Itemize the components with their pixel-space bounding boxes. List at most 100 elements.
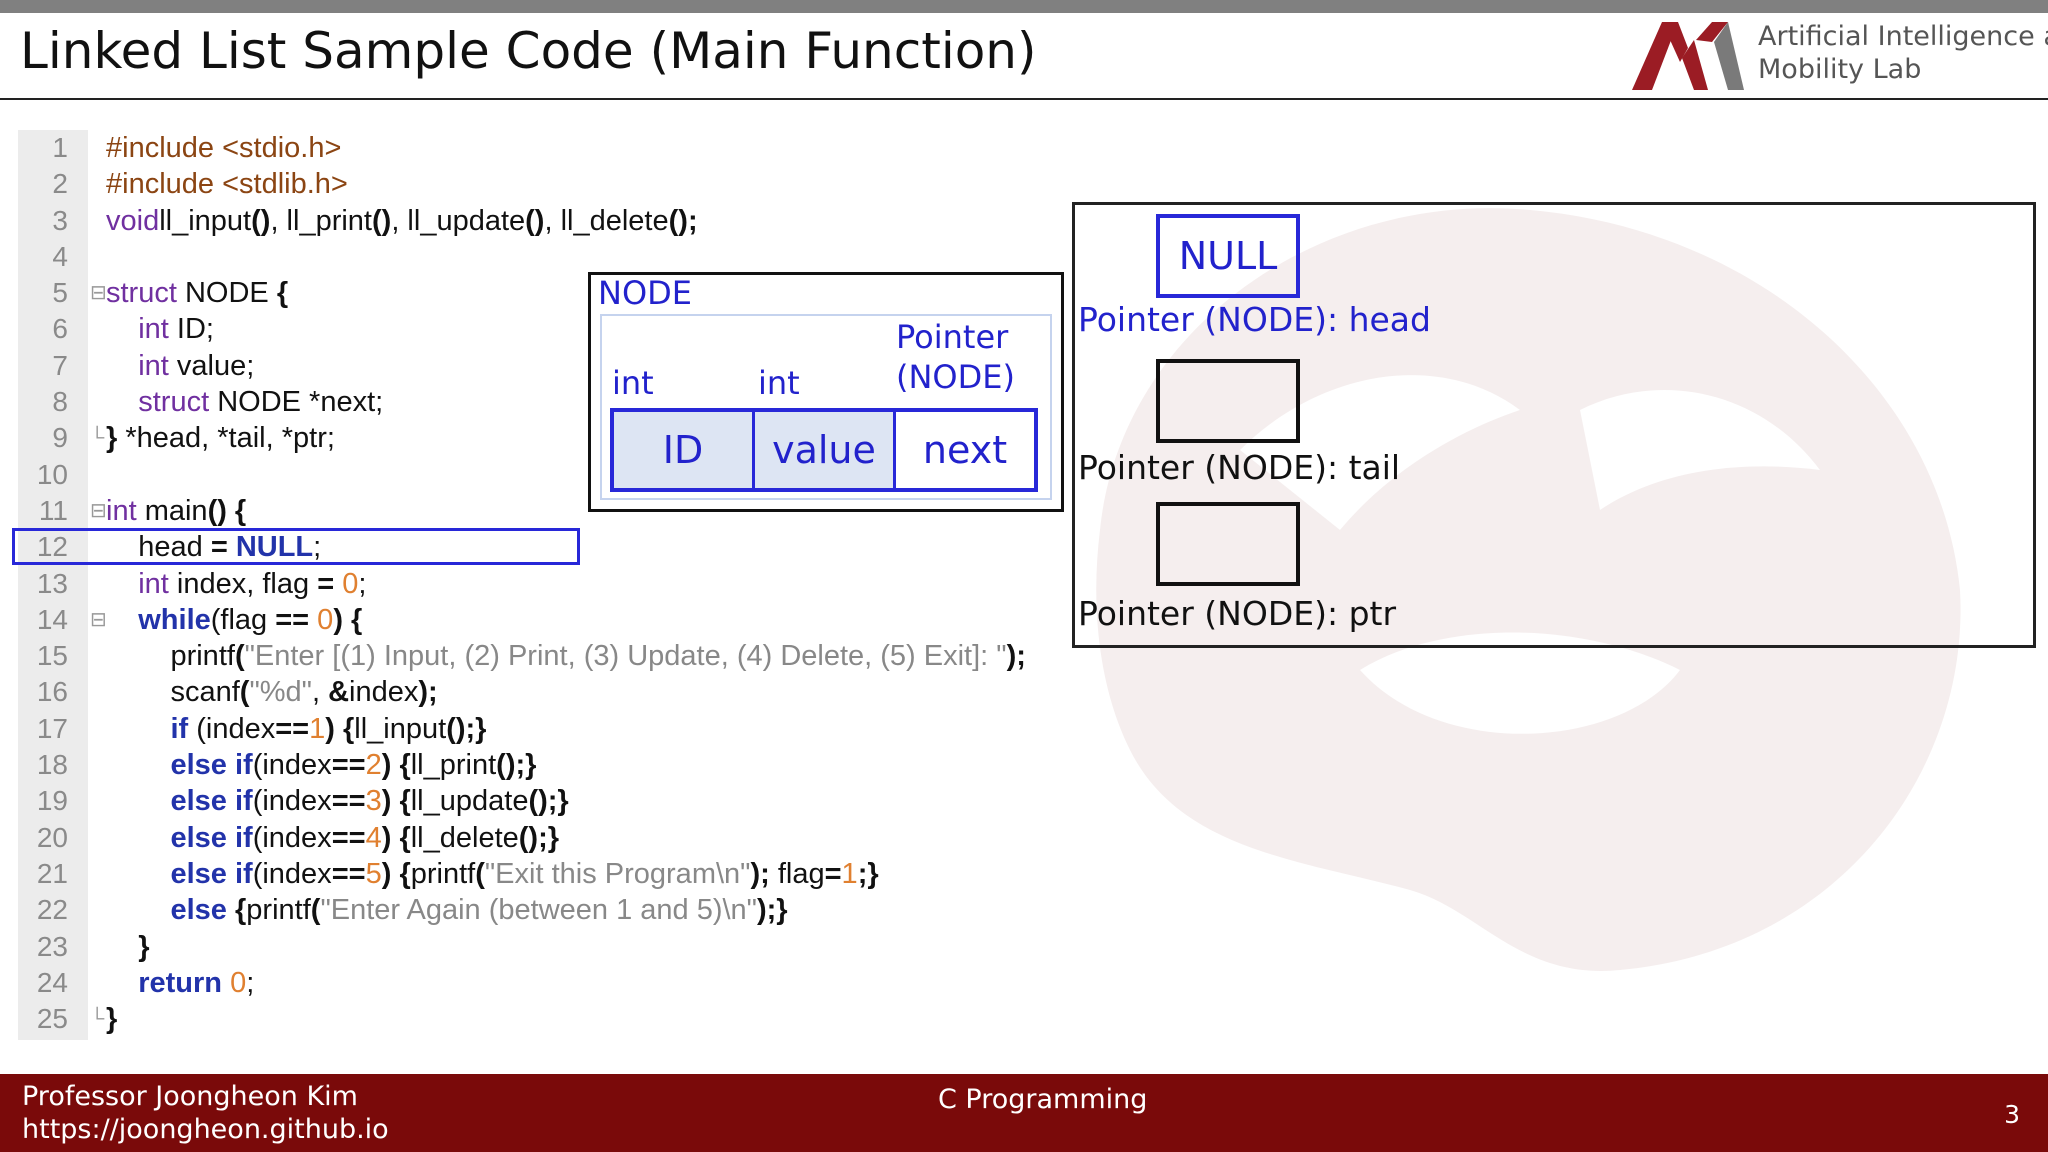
code-token: { bbox=[399, 857, 411, 890]
fold-marker-icon[interactable]: ⊟ bbox=[90, 282, 107, 305]
code-token: 0 bbox=[230, 966, 247, 999]
node-struct-diagram bbox=[588, 272, 1064, 512]
code-gutter bbox=[18, 130, 88, 1040]
code-line: 21 else if(index==5) {printf("Exit this … bbox=[18, 856, 1058, 892]
node-struct-inner bbox=[600, 314, 1052, 500]
code-token: { bbox=[399, 785, 411, 818]
head-pointer-label: Pointer (NODE): head bbox=[1078, 300, 1431, 339]
code-text: #include <stdlib.h> bbox=[106, 166, 348, 202]
code-token: ();} bbox=[528, 785, 569, 818]
code-line: 8 struct NODE *next; bbox=[18, 384, 1058, 420]
code-token: 1 bbox=[309, 712, 326, 745]
line-number: 23 bbox=[36, 930, 68, 962]
code-token: (); bbox=[668, 204, 698, 237]
code-text: struct NODE { bbox=[106, 275, 288, 311]
code-line: 22 else {printf("Enter Again (between 1 … bbox=[18, 892, 1058, 928]
code-token: () { bbox=[207, 494, 247, 527]
code-token: ) bbox=[325, 712, 335, 745]
code-token: ll_input bbox=[354, 712, 447, 745]
code-token: ();} bbox=[446, 712, 487, 745]
node-fields: ID value next bbox=[610, 408, 1038, 492]
code-token: == bbox=[331, 749, 366, 782]
code-token: else if bbox=[170, 749, 253, 782]
code-token: );} bbox=[756, 894, 788, 927]
code-token: (flag bbox=[210, 603, 276, 636]
code-token: ; bbox=[313, 531, 322, 564]
code-token: == bbox=[331, 821, 366, 854]
code-line: 4 bbox=[18, 239, 1058, 275]
line-number: 5 bbox=[52, 277, 68, 309]
pointers-diagram bbox=[1072, 202, 2036, 648]
code-token: 4 bbox=[365, 821, 382, 854]
line-number: 22 bbox=[36, 894, 68, 926]
line-number: 15 bbox=[36, 640, 68, 672]
tiger-watermark bbox=[1096, 208, 1961, 971]
code-line: 12 head = NULL; bbox=[18, 529, 1058, 565]
line-number: 1 bbox=[52, 132, 68, 163]
code-token: { bbox=[399, 821, 411, 854]
code-token: ) bbox=[381, 785, 392, 818]
code-token: , ll_delete bbox=[544, 204, 669, 237]
top-bar bbox=[0, 0, 2048, 13]
code-token: struct bbox=[138, 386, 210, 419]
code-token: 2 bbox=[365, 749, 382, 782]
fold-marker-icon[interactable]: ⊟ bbox=[90, 608, 107, 631]
code-line: 6 int ID; bbox=[18, 311, 1058, 347]
code-token: main bbox=[136, 494, 208, 527]
line-number: 12 bbox=[36, 531, 68, 563]
field-next: next bbox=[893, 412, 1034, 488]
code-token: == bbox=[331, 857, 366, 890]
code-token: { bbox=[234, 894, 247, 927]
fold-marker-icon[interactable]: └ bbox=[90, 427, 105, 450]
type-next-label-2: (NODE) bbox=[896, 358, 1015, 396]
code-line: 5 ⊟struct NODE { bbox=[18, 275, 1058, 311]
code-token: scanf bbox=[106, 676, 240, 709]
code-token: () bbox=[525, 204, 545, 237]
line-number: 18 bbox=[36, 749, 68, 781]
code-token bbox=[106, 967, 138, 999]
code-token bbox=[222, 967, 230, 999]
code-token bbox=[106, 568, 138, 600]
line-number: 7 bbox=[52, 349, 68, 381]
line-number: 21 bbox=[36, 857, 68, 889]
code-token bbox=[335, 713, 343, 745]
code-token: #include <stdlib.h> bbox=[106, 168, 348, 201]
code-token bbox=[106, 604, 138, 636]
footer-author: Professor Joongheon Kim https://joongheo… bbox=[22, 1080, 389, 1146]
type-id-label: int bbox=[612, 364, 654, 402]
ptr-pointer-box bbox=[1156, 502, 1300, 586]
code-token: else if bbox=[170, 857, 253, 890]
code-token: return bbox=[138, 966, 223, 999]
code-text: #include <stdio.h> bbox=[106, 130, 341, 166]
code-token: 5 bbox=[365, 857, 382, 890]
code-token: ll_print bbox=[410, 749, 497, 782]
code-token: printf bbox=[410, 857, 476, 890]
code-text: int main() { bbox=[106, 493, 246, 529]
code-line: 23 } bbox=[18, 929, 1058, 965]
professor-url[interactable]: https://joongheon.github.io bbox=[22, 1114, 389, 1145]
line-number: 16 bbox=[36, 676, 68, 708]
field-value: value bbox=[752, 412, 893, 488]
code-text: else if(index==3) {ll_update();} bbox=[106, 783, 569, 819]
code-line: 24 return 0; bbox=[18, 965, 1058, 1001]
code-text: return 0; bbox=[106, 965, 254, 1001]
code-token: ll_delete bbox=[410, 821, 519, 854]
code-token: ) bbox=[381, 857, 392, 890]
code-text: else {printf("Enter Again (between 1 and… bbox=[106, 892, 788, 928]
code-token bbox=[106, 858, 170, 890]
fold-marker-icon[interactable]: ⊟ bbox=[90, 499, 107, 522]
code-token: ; bbox=[358, 567, 367, 600]
code-token: 3 bbox=[365, 785, 382, 818]
code-token: (index bbox=[252, 749, 332, 782]
code-token: ); bbox=[418, 676, 438, 709]
code-token: else if bbox=[170, 785, 253, 818]
code-line: 1 #include <stdio.h> bbox=[18, 130, 1058, 166]
code-text: int value; bbox=[106, 348, 254, 384]
code-token: (index bbox=[252, 857, 332, 890]
code-text: } bbox=[106, 1001, 117, 1037]
code-token: "Enter Again (between 1 and 5)\n" bbox=[320, 894, 757, 927]
code-token: } bbox=[106, 1003, 118, 1036]
fold-marker-icon[interactable]: └ bbox=[90, 1008, 105, 1031]
field-id: ID bbox=[614, 412, 752, 488]
type-next-label-1: Pointer bbox=[896, 318, 1009, 356]
